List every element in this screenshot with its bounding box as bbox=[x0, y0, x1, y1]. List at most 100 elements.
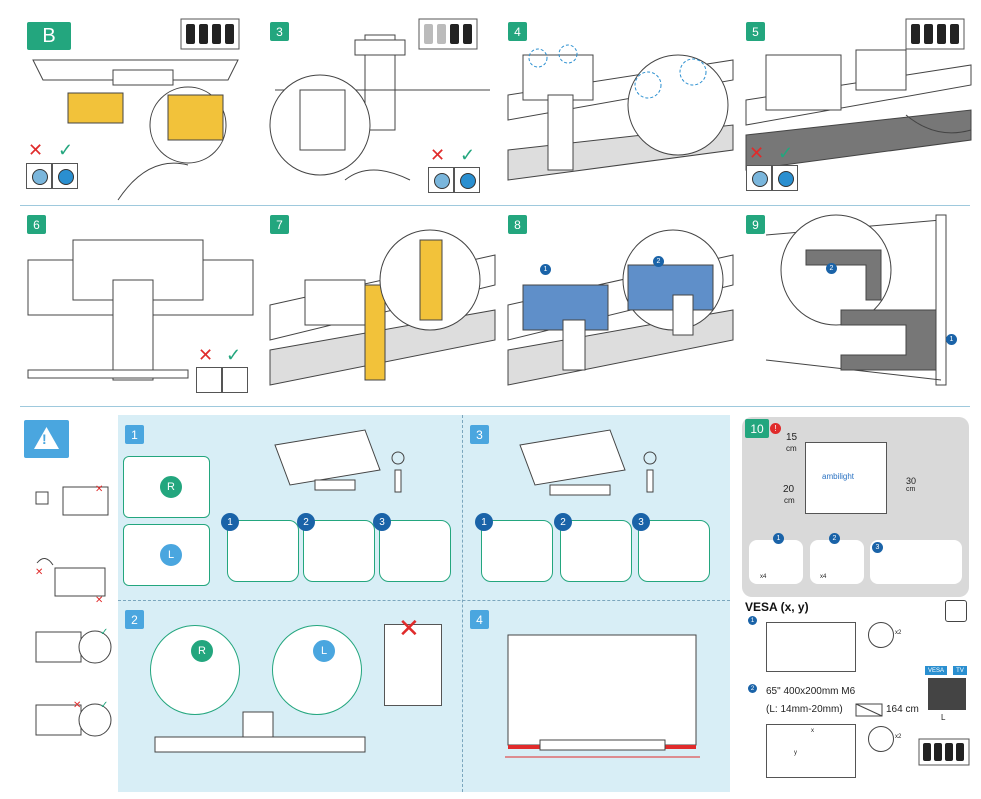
step-b-illustration bbox=[32, 59, 239, 201]
step-3-illustration bbox=[269, 34, 490, 181]
left-position-badge: L bbox=[158, 542, 184, 568]
tv-face-down-illustration bbox=[274, 429, 381, 491]
vesa-spec-text: 65" 400x200mm M6 bbox=[766, 686, 856, 697]
vesa-tag: VESA bbox=[925, 666, 947, 675]
screen-diagonal-icon bbox=[855, 703, 883, 717]
left-position-badge: L bbox=[311, 638, 337, 664]
substep-card bbox=[379, 520, 451, 582]
screw-wheel-icon bbox=[868, 622, 894, 648]
tv-face-down-illustration bbox=[519, 429, 626, 496]
box-badge: 1 bbox=[773, 533, 784, 544]
wrong-handling-card bbox=[384, 624, 442, 706]
distance-top-unit: cm bbox=[786, 444, 797, 453]
wrong-option-cell bbox=[746, 165, 772, 191]
step-10-badge: 10 bbox=[745, 419, 769, 438]
quantity-label: x4 bbox=[760, 574, 767, 580]
step-7-badge: 7 bbox=[270, 215, 289, 234]
screw-length-label: L bbox=[941, 713, 946, 722]
tv-tag: TV bbox=[953, 666, 967, 675]
screw-count-label: x2 bbox=[895, 734, 902, 740]
svg-text:✕: ✕ bbox=[73, 700, 81, 711]
vesa-axis-y: y bbox=[794, 750, 797, 756]
step-8-badge: 8 bbox=[508, 215, 527, 234]
distance-side-unit: cm bbox=[784, 496, 795, 505]
svg-text:✕: ✕ bbox=[35, 567, 43, 578]
step-9-badge: 9 bbox=[746, 215, 765, 234]
substep-card bbox=[303, 520, 375, 582]
wall-mount-box-card bbox=[749, 540, 803, 584]
clean-with-cloth-icon: ✕ ✓ bbox=[35, 700, 112, 737]
wrong-option-cell bbox=[26, 163, 52, 189]
panel-divider-horizontal bbox=[118, 600, 730, 601]
substep-badge: 3 bbox=[373, 513, 391, 531]
screw-wheel-icon bbox=[868, 726, 894, 752]
wrong-cross-icon: ✕ bbox=[198, 345, 214, 365]
distance-right-value: 30 bbox=[906, 476, 917, 486]
tv-front-illustration bbox=[505, 634, 700, 758]
no-cable-tension-icon: ✕ ✕ bbox=[35, 558, 106, 606]
svg-text:✓: ✓ bbox=[100, 627, 108, 638]
substep-card bbox=[481, 520, 553, 582]
tv-back-panel-1 bbox=[766, 622, 856, 672]
substep-badge: 1 bbox=[221, 513, 239, 531]
correct-option-cell bbox=[772, 165, 798, 191]
warning-badge: ! bbox=[24, 420, 69, 458]
substep-badge: 2 bbox=[297, 513, 315, 531]
wall-mount-box-card bbox=[870, 540, 962, 584]
row-divider bbox=[20, 406, 970, 407]
step-7-illustration bbox=[269, 229, 496, 386]
blue-step-2-badge: 2 bbox=[125, 610, 144, 629]
step-5-badge: 5 bbox=[746, 22, 765, 41]
correct-check-icon: ✓ bbox=[226, 345, 242, 365]
substep-card bbox=[638, 520, 710, 582]
step-4-illustration bbox=[507, 44, 734, 181]
vesa-option-badge: 1 bbox=[748, 616, 757, 625]
tv-stand-front-illustration bbox=[154, 711, 366, 753]
substep-card bbox=[560, 520, 632, 582]
wrong-option-cell bbox=[428, 167, 454, 193]
right-position-badge: R bbox=[189, 638, 215, 664]
step-b-badge: B bbox=[27, 22, 71, 50]
panel-divider-vertical bbox=[462, 415, 463, 792]
substep-badge: 3 bbox=[632, 513, 650, 531]
box-badge: 2 bbox=[829, 533, 840, 544]
warning-symbol: ! bbox=[42, 431, 47, 447]
correct-option-cell bbox=[222, 367, 248, 393]
correct-option-cell bbox=[52, 163, 78, 189]
substep-card bbox=[227, 520, 299, 582]
wrong-option-cell bbox=[196, 367, 222, 393]
manual-icon bbox=[945, 600, 967, 622]
right-position-badge: R bbox=[158, 474, 184, 500]
step-4-badge: 4 bbox=[508, 22, 527, 41]
blue-step-4-badge: 4 bbox=[470, 610, 489, 629]
distance-top-value: 15 bbox=[786, 432, 798, 443]
screw-length-diagram bbox=[928, 678, 966, 710]
step-9-substep-badge: 1 bbox=[946, 334, 957, 345]
distance-right-unit: cm bbox=[906, 486, 916, 493]
screwdriver-icon bbox=[643, 451, 657, 493]
svg-text:✓: ✓ bbox=[100, 700, 108, 711]
svg-text:✕: ✕ bbox=[95, 484, 103, 495]
correct-option-cell bbox=[454, 167, 480, 193]
blue-step-1-badge: 1 bbox=[125, 425, 144, 444]
blue-step-3-badge: 3 bbox=[470, 425, 489, 444]
ambilight-logo-text: ambilight bbox=[822, 472, 855, 481]
step-6-illustration bbox=[27, 239, 254, 381]
wrong-cross-icon: ✕ bbox=[430, 145, 446, 165]
screen-diagonal-value: 164 cm bbox=[886, 704, 919, 715]
box-badge: 3 bbox=[872, 542, 883, 553]
alert-icon: ! bbox=[770, 423, 781, 434]
step-3-badge: 3 bbox=[270, 22, 289, 41]
wall-mount-box-card bbox=[810, 540, 864, 584]
screw-set-partial-icon bbox=[418, 18, 478, 50]
step-5-illustration bbox=[745, 49, 972, 171]
vesa-axis-x: x bbox=[811, 728, 814, 734]
row-divider bbox=[20, 205, 970, 206]
wrong-cross-icon: ✕ bbox=[749, 143, 765, 163]
vesa-option-badge: 2 bbox=[748, 684, 757, 693]
warning-triangle-icon bbox=[34, 427, 59, 449]
tv-back-panel-2 bbox=[766, 724, 856, 778]
correct-check-icon: ✓ bbox=[778, 143, 794, 163]
screw-set-icon bbox=[918, 738, 970, 766]
correct-check-icon: ✓ bbox=[58, 140, 74, 160]
